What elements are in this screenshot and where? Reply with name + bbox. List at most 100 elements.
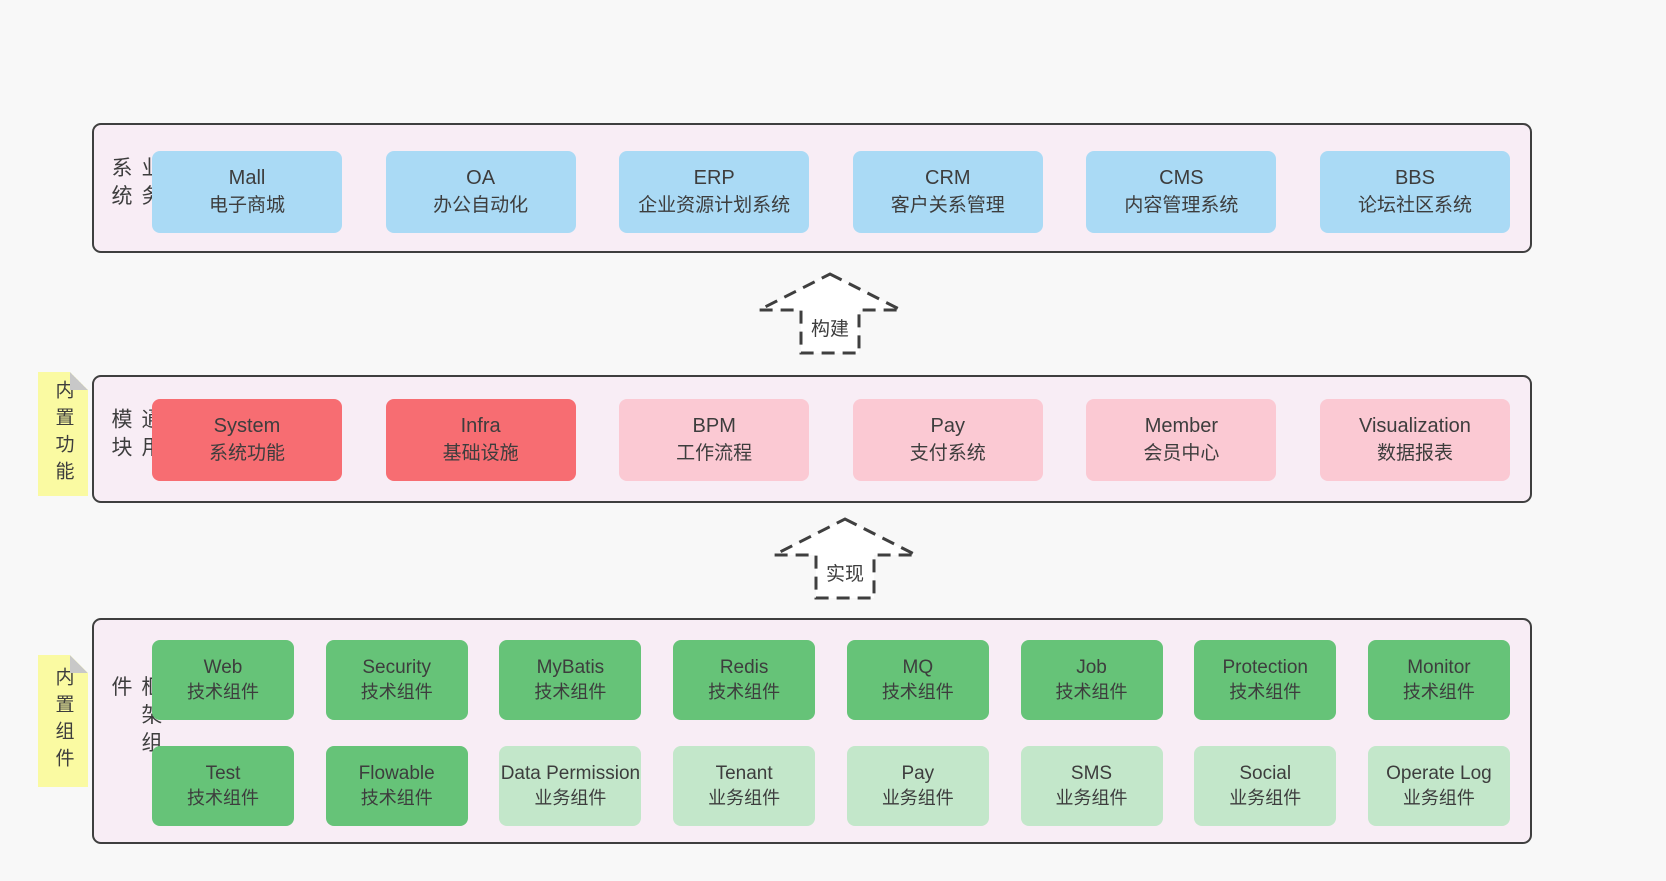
- box-desc: 技术组件: [187, 788, 259, 808]
- box-desc: 电子商城: [208, 195, 285, 216]
- build-arrow-label: 构建: [807, 314, 853, 341]
- box-name: BBS: [1394, 167, 1435, 189]
- box-desc: 技术组件: [1402, 682, 1475, 702]
- box-name: Mall: [228, 167, 266, 189]
- box-desc: 数据报表: [1376, 443, 1453, 464]
- box-desc: 业务组件: [1402, 788, 1475, 808]
- box-name: Pay: [930, 415, 966, 437]
- box-bbs: BBS 论坛社区系统: [1319, 151, 1510, 233]
- box-system: System 系统功能: [152, 399, 342, 481]
- box-bpm: BPM 工作流程: [619, 399, 810, 481]
- box-desc: 论坛社区系统: [1357, 195, 1472, 216]
- box-desc: 内容管理系统: [1124, 195, 1239, 216]
- box-name: Visualization: [1359, 415, 1471, 437]
- box-desc: 工作流程: [676, 443, 753, 464]
- box-name: Security: [362, 657, 432, 678]
- box-data-permission: Data Permission 业务组件: [499, 746, 642, 826]
- build-arrow: 构建: [755, 272, 905, 355]
- box-desc: 技术组件: [1229, 682, 1302, 702]
- box-test: Test 技术组件: [152, 746, 294, 826]
- box-pay: Pay 支付系统: [852, 399, 1043, 481]
- box-desc: 办公自动化: [433, 195, 529, 216]
- business-box-row: Mall 电子商城 OA 办公自动化 ERP 企业资源计划系统 CRM 客户关系…: [152, 151, 1510, 233]
- box-sms: SMS 业务组件: [1020, 746, 1163, 826]
- box-name: MyBatis: [536, 657, 605, 678]
- modules-box-row: System 系统功能 Infra 基础设施 BPM 工作流程 Pay 支付系统…: [152, 399, 1510, 481]
- box-desc: 业务组件: [1055, 788, 1128, 808]
- box-social: Social 业务组件: [1194, 746, 1337, 826]
- box-desc: 支付系统: [909, 443, 986, 464]
- box-name: CMS: [1159, 167, 1204, 189]
- box-desc: 技术组件: [1055, 682, 1128, 702]
- box-name: Tenant: [715, 763, 773, 784]
- box-oa: OA 办公自动化: [385, 151, 576, 233]
- box-name: Operate Log: [1386, 763, 1492, 784]
- box-desc: 业务组件: [1229, 788, 1302, 808]
- note-fold-icon: [70, 655, 88, 673]
- box-desc: 业务组件: [708, 788, 781, 808]
- box-desc: 系统功能: [208, 443, 285, 464]
- box-name: Redis: [719, 657, 769, 678]
- note-label: 内置组件: [52, 667, 74, 775]
- box-name: SMS: [1070, 763, 1113, 784]
- note-fold-icon: [70, 372, 88, 390]
- box-name: Flowable: [358, 763, 435, 784]
- dashed-up-arrow-icon: [773, 517, 917, 600]
- box-desc: 技术组件: [360, 682, 433, 702]
- box-desc: 客户关系管理: [890, 195, 1005, 216]
- box-desc: 技术组件: [708, 682, 781, 702]
- box-crm: CRM 客户关系管理: [852, 151, 1043, 233]
- box-name: Monitor: [1407, 657, 1471, 678]
- box-tenant: Tenant 业务组件: [673, 746, 816, 826]
- box-name: Test: [205, 763, 241, 784]
- box-desc: 技术组件: [881, 682, 954, 702]
- box-mq: MQ 技术组件: [846, 640, 989, 720]
- box-protection: Protection 技术组件: [1194, 640, 1337, 720]
- box-desc: 技术组件: [534, 682, 607, 702]
- box-infra: Infra 基础设施: [385, 399, 576, 481]
- box-mall: Mall 电子商城: [152, 151, 342, 233]
- dashed-up-arrow-icon: [758, 272, 902, 355]
- box-name: Social: [1239, 763, 1292, 784]
- box-name: Job: [1076, 657, 1107, 678]
- box-desc: 基础设施: [442, 443, 519, 464]
- box-name: Web: [203, 657, 243, 678]
- implement-arrow-label: 实现: [822, 559, 868, 586]
- box-desc: 技术组件: [187, 682, 259, 702]
- note-built-in-components: 内置组件: [38, 655, 88, 787]
- box-cms: CMS 内容管理系统: [1086, 151, 1277, 233]
- box-name: System: [213, 415, 281, 437]
- box-name: OA: [466, 167, 496, 189]
- box-name: Infra: [460, 415, 501, 437]
- box-name: ERP: [693, 167, 735, 189]
- implement-arrow: 实现: [770, 517, 920, 600]
- framework-box-row-2: Test 技术组件 Flowable 技术组件 Data Permission …: [152, 746, 1510, 826]
- framework-box-row-1: Web 技术组件 Security 技术组件 MyBatis 技术组件 Redi…: [152, 640, 1510, 720]
- box-monitor: Monitor 技术组件: [1367, 640, 1510, 720]
- box-redis: Redis 技术组件: [673, 640, 816, 720]
- box-security: Security 技术组件: [325, 640, 468, 720]
- box-desc: 业务组件: [881, 788, 954, 808]
- section-common-modules: 通用模块 System 系统功能 Infra 基础设施 BPM 工作流程 Pay…: [92, 375, 1532, 503]
- box-pay-biz: Pay 业务组件: [846, 746, 989, 826]
- box-desc: 企业资源计划系统: [638, 195, 791, 216]
- box-name: Pay: [901, 763, 935, 784]
- box-desc: 技术组件: [360, 788, 433, 808]
- box-name: CRM: [925, 167, 971, 189]
- box-job: Job 技术组件: [1020, 640, 1163, 720]
- box-name: Member: [1144, 415, 1219, 437]
- box-name: MQ: [902, 657, 934, 678]
- box-desc: 会员中心: [1143, 443, 1220, 464]
- box-name: Data Permission: [500, 763, 641, 784]
- box-flowable: Flowable 技术组件: [325, 746, 468, 826]
- box-erp: ERP 企业资源计划系统: [619, 151, 810, 233]
- box-visualization: Visualization 数据报表: [1319, 399, 1510, 481]
- note-built-in-features: 内置功能: [38, 372, 88, 496]
- box-name: Protection: [1222, 657, 1308, 678]
- section-framework-components: 框架组件 Web 技术组件 Security 技术组件 MyBatis 技术组件…: [92, 618, 1532, 844]
- box-web: Web 技术组件: [152, 640, 294, 720]
- box-name: BPM: [692, 415, 736, 437]
- note-label: 内置功能: [52, 380, 74, 488]
- box-member: Member 会员中心: [1086, 399, 1277, 481]
